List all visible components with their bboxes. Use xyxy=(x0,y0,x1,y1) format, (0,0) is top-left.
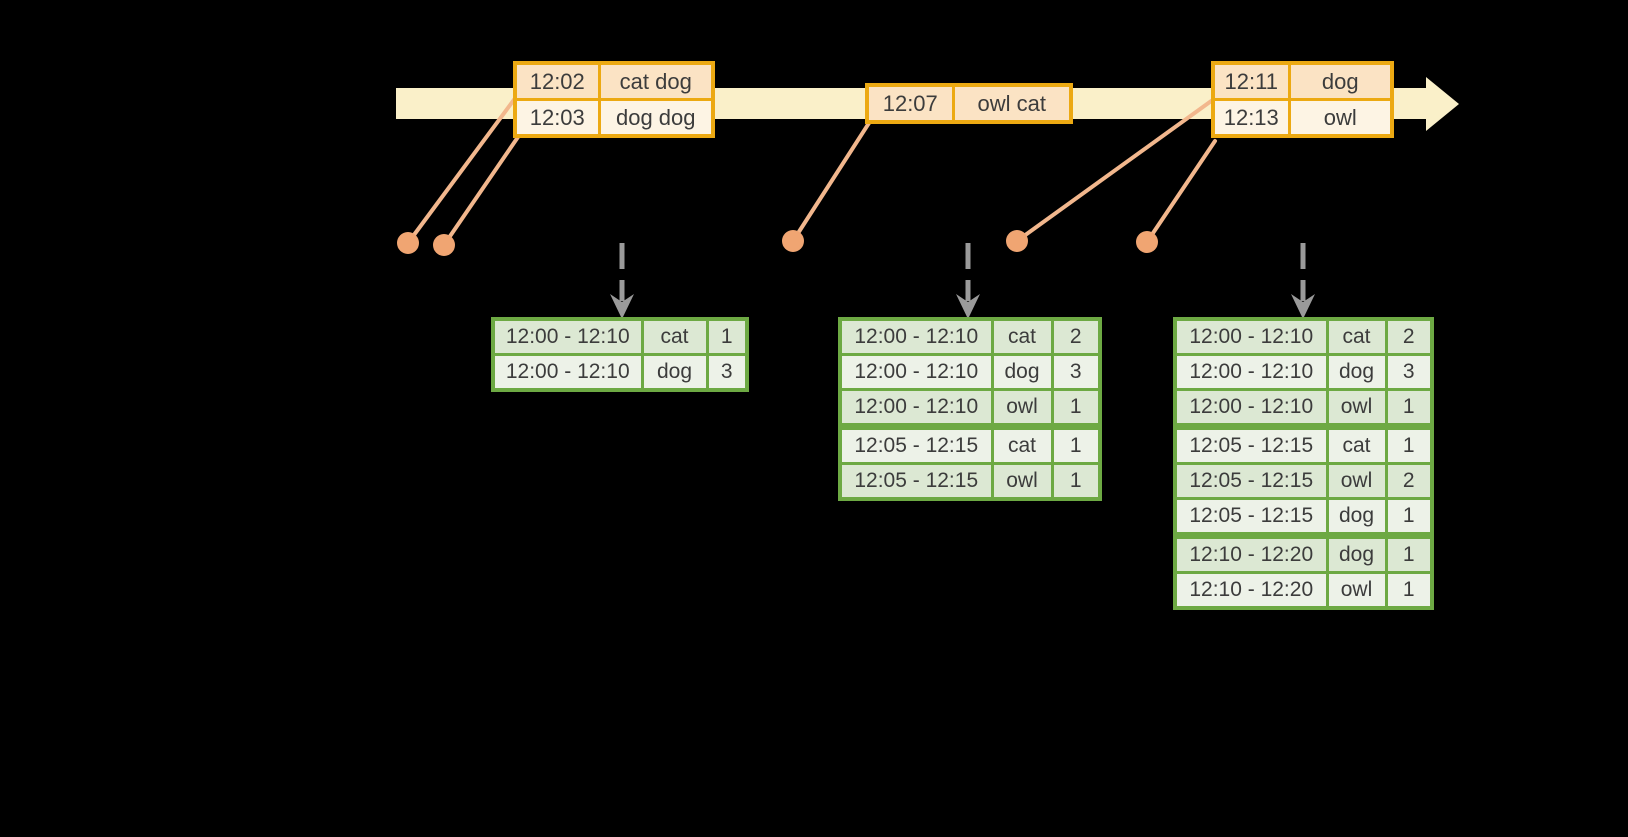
result-word: dog xyxy=(1325,532,1388,574)
event-row: 12:11 dog xyxy=(1211,61,1394,101)
event-words: cat dog xyxy=(597,61,715,101)
result-word: cat xyxy=(640,317,709,356)
result-window: 12:05 - 12:15 xyxy=(838,462,994,501)
connector-line xyxy=(1015,97,1216,243)
connector-line xyxy=(1145,139,1217,244)
result-count: 1 xyxy=(1384,571,1434,610)
result-window: 12:00 - 12:10 xyxy=(838,317,994,356)
result-row: 12:00 - 12:10 cat 2 xyxy=(1173,317,1434,356)
result-count: 1 xyxy=(1384,423,1434,465)
event-time: 12:07 xyxy=(865,83,955,124)
result-window: 12:00 - 12:10 xyxy=(1173,388,1329,428)
result-count: 1 xyxy=(1050,462,1102,501)
result-window: 12:00 - 12:10 xyxy=(1173,317,1329,356)
result-count: 1 xyxy=(1050,423,1102,465)
result-count: 3 xyxy=(1050,353,1102,391)
event-time: 12:02 xyxy=(513,61,601,101)
result-row: 12:10 - 12:20 owl 1 xyxy=(1173,571,1434,610)
event-row: 12:03 dog dog xyxy=(513,98,715,138)
result-count: 1 xyxy=(1050,388,1102,428)
event-words: owl cat xyxy=(951,83,1073,124)
result-count: 2 xyxy=(1384,317,1434,356)
event-dot-icon xyxy=(397,232,419,254)
timeline-arrowhead xyxy=(1426,77,1459,131)
result-row: 12:00 - 12:10 owl 1 xyxy=(838,388,1102,428)
result-row: 12:05 - 12:15 owl 2 xyxy=(1173,462,1434,500)
trigger-arrowhead-icon xyxy=(610,294,634,319)
event-time: 12:11 xyxy=(1211,61,1291,101)
result-table-1: 12:00 - 12:10 cat 1 12:00 - 12:10 dog 3 xyxy=(491,317,749,392)
result-row: 12:05 - 12:15 owl 1 xyxy=(838,462,1102,501)
event-dot-icon xyxy=(433,234,455,256)
trigger-arrowhead-icon xyxy=(956,294,980,319)
result-word: owl xyxy=(1325,388,1388,428)
event-dot-icon xyxy=(782,230,804,252)
result-count: 2 xyxy=(1050,317,1102,356)
trigger-arrowhead-icon xyxy=(1291,294,1315,319)
result-row: 12:00 - 12:10 cat 1 xyxy=(491,317,749,356)
result-window: 12:00 - 12:10 xyxy=(838,353,994,391)
result-row: 12:00 - 12:10 owl 1 xyxy=(1173,388,1434,428)
result-window: 12:05 - 12:15 xyxy=(1173,423,1329,465)
event-dot-icon xyxy=(1006,230,1028,252)
event-time: 12:13 xyxy=(1211,98,1291,138)
event-table-3: 12:11 dog 12:13 owl xyxy=(1211,61,1394,138)
result-count: 1 xyxy=(1384,532,1434,574)
result-row: 12:05 - 12:15 cat 1 xyxy=(838,423,1102,465)
result-word: dog xyxy=(990,353,1054,391)
result-word: dog xyxy=(1325,497,1388,537)
connector-line xyxy=(791,121,871,243)
result-window: 12:10 - 12:20 xyxy=(1173,532,1329,574)
connector-line xyxy=(442,135,520,247)
result-count: 1 xyxy=(705,317,749,356)
result-window: 12:00 - 12:10 xyxy=(491,317,644,356)
result-word: owl xyxy=(1325,462,1388,500)
connector-line xyxy=(406,95,518,245)
event-dot-icon xyxy=(1136,231,1158,253)
result-word: cat xyxy=(990,423,1054,465)
event-words: dog dog xyxy=(597,98,715,138)
result-word: cat xyxy=(1325,423,1388,465)
result-row: 12:00 - 12:10 dog 3 xyxy=(838,353,1102,391)
result-window: 12:05 - 12:15 xyxy=(1173,497,1329,537)
result-table-2: 12:00 - 12:10 cat 2 12:00 - 12:10 dog 3 … xyxy=(838,317,1102,501)
result-count: 3 xyxy=(705,353,749,392)
result-row: 12:05 - 12:15 cat 1 xyxy=(1173,423,1434,465)
event-connectors xyxy=(406,95,1217,247)
result-window: 12:10 - 12:20 xyxy=(1173,571,1329,610)
event-words: dog xyxy=(1287,61,1394,101)
result-count: 2 xyxy=(1384,462,1434,500)
result-word: dog xyxy=(640,353,709,392)
event-dots xyxy=(397,230,1158,256)
result-row: 12:05 - 12:15 dog 1 xyxy=(1173,497,1434,537)
result-window: 12:05 - 12:15 xyxy=(1173,462,1329,500)
trigger-arrows xyxy=(610,243,1315,319)
event-table-1: 12:02 cat dog 12:03 dog dog xyxy=(513,61,715,138)
result-row: 12:00 - 12:10 dog 3 xyxy=(491,353,749,392)
result-row: 12:00 - 12:10 cat 2 xyxy=(838,317,1102,356)
result-word: owl xyxy=(990,388,1054,428)
event-time: 12:03 xyxy=(513,98,601,138)
result-word: cat xyxy=(990,317,1054,356)
result-table-3: 12:00 - 12:10 cat 2 12:00 - 12:10 dog 3 … xyxy=(1173,317,1434,610)
result-row: 12:10 - 12:20 dog 1 xyxy=(1173,532,1434,574)
event-row: 12:13 owl xyxy=(1211,98,1394,138)
result-window: 12:00 - 12:10 xyxy=(1173,353,1329,391)
result-count: 1 xyxy=(1384,497,1434,537)
result-window: 12:00 - 12:10 xyxy=(491,353,644,392)
event-row: 12:02 cat dog xyxy=(513,61,715,101)
result-word: owl xyxy=(990,462,1054,501)
result-window: 12:00 - 12:10 xyxy=(838,388,994,428)
result-window: 12:05 - 12:15 xyxy=(838,423,994,465)
event-words: owl xyxy=(1287,98,1394,138)
event-row: 12:07 owl cat xyxy=(865,83,1073,124)
result-word: owl xyxy=(1325,571,1388,610)
result-word: cat xyxy=(1325,317,1388,356)
result-word: dog xyxy=(1325,353,1388,391)
result-count: 1 xyxy=(1384,388,1434,428)
result-count: 3 xyxy=(1384,353,1434,391)
event-table-2: 12:07 owl cat xyxy=(865,83,1073,124)
result-row: 12:00 - 12:10 dog 3 xyxy=(1173,353,1434,391)
